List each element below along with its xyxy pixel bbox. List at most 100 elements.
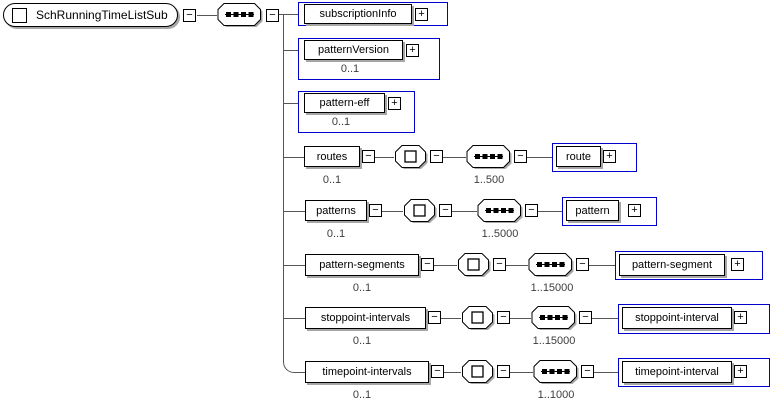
element-box[interactable]: pattern-eff (304, 93, 385, 113)
element-box[interactable]: pattern-segments (305, 254, 419, 276)
expand-toggle-icon[interactable]: + (628, 204, 641, 217)
connector-line (452, 211, 477, 212)
connector-line (443, 157, 466, 158)
expand-toggle-icon[interactable]: + (415, 8, 428, 21)
element-label: patterns (316, 204, 356, 217)
connector-line (441, 318, 461, 319)
expand-toggle-icon[interactable]: + (603, 150, 616, 163)
collapse-toggle-icon[interactable]: − (430, 150, 443, 163)
sequence-occurrence-label: 1..15000 (530, 282, 574, 294)
sequence-icon[interactable] (531, 306, 577, 330)
collapse-toggle-icon[interactable]: − (493, 258, 506, 271)
sequence-icon[interactable] (477, 199, 523, 223)
branch-line (283, 103, 298, 104)
occurrence-label: 0..1 (352, 335, 372, 347)
element-box[interactable]: stoppoint-interval (622, 307, 732, 329)
model-group-icon[interactable] (461, 306, 495, 330)
collapse-toggle-icon[interactable]: − (497, 311, 510, 324)
sequence-icon[interactable] (217, 3, 263, 27)
connector-line (594, 372, 618, 373)
sequence-occurrence-label: 1..500 (473, 174, 505, 186)
branch-line (283, 50, 298, 51)
collapse-toggle-icon[interactable]: − (369, 204, 382, 217)
collapse-toggle-icon[interactable]: − (576, 258, 589, 271)
element-icon (12, 7, 27, 23)
element-box[interactable]: routes (304, 146, 360, 167)
connector-line (197, 15, 217, 16)
expand-toggle-icon[interactable]: + (731, 258, 744, 271)
connector-line (506, 265, 528, 266)
expand-toggle-icon[interactable]: + (734, 311, 747, 324)
element-box[interactable]: patternVersion (304, 40, 403, 60)
collapse-toggle-icon[interactable]: − (421, 258, 434, 271)
sequence-occurrence-label: 1..15000 (532, 335, 576, 347)
model-group-icon[interactable] (394, 145, 428, 169)
sequence-icon[interactable] (528, 253, 574, 277)
collapsed-element-container (298, 2, 448, 26)
connector-line (510, 318, 531, 319)
collapse-toggle-icon[interactable]: − (579, 311, 592, 324)
connector-line (527, 157, 552, 158)
collapsed-element-container (552, 143, 637, 172)
collapsed-element-container (618, 304, 770, 334)
occurrence-label: 0..1 (331, 116, 351, 128)
model-group-icon[interactable] (403, 199, 437, 223)
model-group-icon[interactable] (461, 360, 495, 384)
collapsed-element-container (298, 38, 440, 80)
model-group-icon[interactable] (457, 253, 491, 277)
element-label: pattern-segments (319, 259, 405, 271)
element-label: stoppoint-intervals (320, 312, 411, 324)
branch-line (296, 372, 305, 373)
collapse-toggle-icon[interactable]: − (362, 150, 375, 163)
branch-line (283, 265, 305, 266)
branch-line (283, 318, 305, 319)
connector-line (444, 372, 461, 373)
element-label: route (565, 150, 592, 163)
collapse-toggle-icon[interactable]: − (525, 204, 538, 217)
element-box[interactable]: pattern (566, 200, 619, 221)
element-box[interactable]: timepoint-interval (622, 361, 732, 383)
root-element-box[interactable]: SchRunningTimeListSub (3, 3, 178, 27)
connector-line (382, 211, 403, 212)
expand-toggle-icon[interactable]: + (388, 97, 401, 110)
sequence-icon[interactable] (533, 360, 579, 384)
element-label: timepoint-intervals (322, 366, 412, 378)
connector-line (589, 265, 615, 266)
expand-toggle-icon[interactable]: + (406, 44, 419, 57)
branch-line (283, 157, 304, 158)
occurrence-label: 0..1 (352, 389, 372, 401)
element-label: pattern (575, 204, 610, 217)
sequence-occurrence-label: 1..1000 (537, 389, 575, 401)
sequence-icon[interactable] (466, 145, 512, 169)
collapse-toggle-icon[interactable]: − (497, 365, 510, 378)
connector-line (592, 318, 618, 319)
element-label: timepoint-interval (635, 366, 719, 378)
element-box[interactable]: pattern-segment (619, 254, 725, 276)
collapse-toggle-icon[interactable]: − (431, 365, 444, 378)
element-label: routes (316, 150, 348, 163)
element-box[interactable]: subscriptionInfo (304, 4, 412, 24)
element-label: pattern-eff (319, 97, 370, 109)
collapsed-element-container (562, 197, 657, 226)
trunk-line (283, 14, 284, 346)
element-box[interactable]: stoppoint-intervals (305, 307, 426, 329)
element-box[interactable]: route (556, 146, 601, 167)
element-label: pattern-segment (631, 259, 713, 271)
occurrence-label: 0..1 (340, 63, 360, 75)
element-box[interactable]: timepoint-intervals (305, 361, 429, 383)
collapse-toggle-icon[interactable]: − (266, 9, 279, 22)
trunk-curve (283, 346, 297, 373)
connector-line (279, 14, 298, 15)
element-box[interactable]: patterns (305, 200, 367, 221)
connector-line (538, 211, 562, 212)
root-element-label: SchRunningTimeListSub (36, 8, 168, 22)
expand-toggle-icon[interactable]: + (734, 365, 747, 378)
collapsed-element-container (298, 91, 415, 133)
collapse-toggle-icon[interactable]: − (439, 204, 452, 217)
collapse-toggle-icon[interactable]: − (514, 150, 527, 163)
collapse-toggle-icon[interactable]: − (428, 311, 441, 324)
collapse-toggle-icon[interactable]: − (581, 365, 594, 378)
collapse-toggle-icon[interactable]: − (183, 9, 196, 22)
sequence-occurrence-label: 1..5000 (481, 228, 519, 240)
